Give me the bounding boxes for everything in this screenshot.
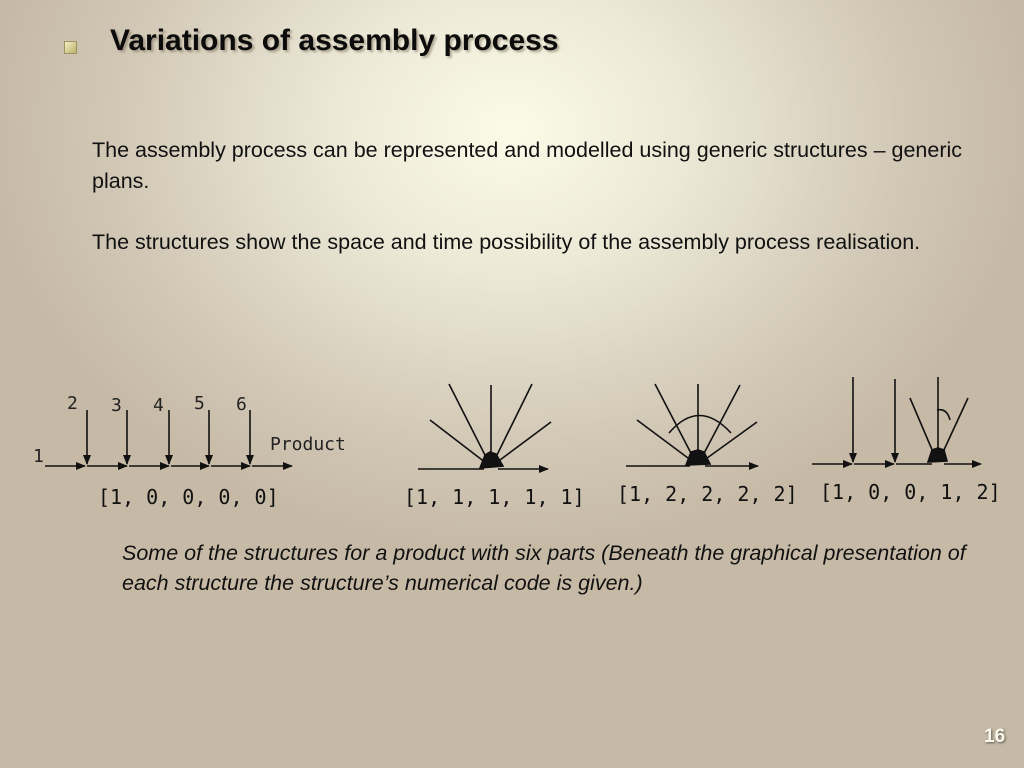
structure-3-parallel-constrained (626, 383, 759, 470)
part-label-4: 4 (153, 395, 164, 416)
part-label-1: 1 (33, 446, 44, 467)
paragraph-2: The structures show the space and time p… (92, 230, 921, 254)
structure-code-4: [1, 0, 0, 1, 2] (820, 480, 1001, 504)
paragraph-1: The assembly process can be represented … (92, 138, 963, 193)
product-label: Product (270, 434, 346, 455)
structure-code-2: [1, 1, 1, 1, 1] (404, 485, 585, 509)
part-label-3: 3 (111, 395, 122, 416)
assembly-structures-diagram: 1 2 3 4 5 6 Product (33, 377, 1001, 509)
slide-number: 16 (984, 726, 1006, 747)
title-bullet (64, 41, 77, 54)
structure-4-mixed (812, 377, 982, 468)
structure-code-3: [1, 2, 2, 2, 2] (617, 482, 798, 506)
part-label-5: 5 (194, 393, 205, 414)
part-label-6: 6 (236, 394, 247, 415)
structure-2-parallel (418, 383, 552, 473)
structure-code-1: [1, 0, 0, 0, 0] (98, 485, 279, 509)
slide-title: Variations of assembly process (110, 24, 559, 57)
part-label-2: 2 (67, 393, 78, 414)
structure-1-sequential (45, 410, 293, 470)
figure-caption: Some of the structures for a product wit… (122, 541, 966, 595)
